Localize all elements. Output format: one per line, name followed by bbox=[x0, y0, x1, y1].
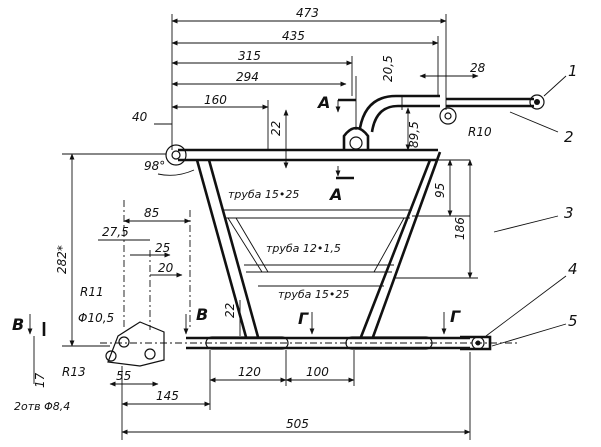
dim-145: 145 bbox=[156, 389, 179, 403]
section-a-top: A bbox=[316, 93, 330, 112]
section-g-left: Г bbox=[298, 309, 309, 328]
dim-r11: R11 bbox=[80, 285, 104, 299]
dim-505: 505 bbox=[286, 417, 309, 431]
dim-17: 17 bbox=[33, 372, 47, 388]
top-hinge-eye bbox=[349, 136, 363, 150]
dim-98-deg: 98° bbox=[144, 159, 165, 173]
callout-1: 1 bbox=[568, 62, 578, 80]
left-pivot-eye bbox=[165, 144, 187, 166]
dim-160: 160 bbox=[204, 93, 227, 107]
section-g-right: Г bbox=[450, 307, 461, 326]
callout-labels: 1 2 3 4 5 bbox=[564, 62, 578, 330]
dim-120: 120 bbox=[238, 365, 261, 379]
dim-phi-10-5: Φ10,5 bbox=[78, 311, 114, 325]
dim-294: 294 bbox=[236, 70, 259, 84]
dim-r10: R10 bbox=[468, 125, 492, 139]
dim-25: 25 bbox=[155, 241, 170, 255]
dim-473: 473 bbox=[296, 6, 319, 20]
right-hinge-eye bbox=[439, 107, 457, 125]
dim-435: 435 bbox=[282, 29, 305, 43]
tube-note-bottom: труба 15•25 bbox=[278, 288, 349, 301]
dim-55: 55 bbox=[116, 369, 131, 383]
callout-4: 4 bbox=[568, 260, 578, 278]
dim-100: 100 bbox=[306, 365, 329, 379]
part-1-knob bbox=[529, 94, 545, 110]
section-a-bottom: A bbox=[328, 185, 342, 204]
dim-r13: R13 bbox=[62, 365, 86, 379]
dim-95: 95 bbox=[433, 183, 447, 198]
tube-note-mid: труба 12•1,5 bbox=[266, 242, 341, 255]
dim-40: 40 bbox=[132, 110, 148, 124]
callout-5: 5 bbox=[568, 312, 578, 330]
section-v-right: B bbox=[196, 305, 208, 324]
dim-20-5: 20,5 bbox=[381, 55, 395, 82]
base-rail bbox=[100, 321, 520, 367]
dim-282: 282* bbox=[55, 245, 69, 274]
tube-note-top: труба 15•25 bbox=[228, 188, 299, 201]
dim-20: 20 bbox=[158, 261, 174, 275]
tube-notes: труба 15•25 труба 12•1,5 труба 15•25 2от… bbox=[14, 188, 349, 413]
dim-186: 186 bbox=[453, 217, 467, 240]
dim-85: 85 bbox=[144, 206, 159, 220]
callout-leaders bbox=[485, 75, 567, 347]
dim-27-5: 27,5 bbox=[102, 225, 129, 239]
section-labels: A A B B Г Г bbox=[12, 93, 461, 334]
section-markers bbox=[27, 98, 447, 336]
dim-22-top: 22 bbox=[269, 121, 283, 136]
dimension-lines bbox=[33, 14, 479, 440]
callout-2: 2 bbox=[564, 128, 574, 146]
dim-28: 28 bbox=[470, 61, 486, 75]
frame-body bbox=[165, 94, 545, 338]
holes-note: 2отв Φ8,4 bbox=[14, 400, 70, 413]
dim-315: 315 bbox=[238, 49, 261, 63]
callout-3: 3 bbox=[564, 204, 574, 222]
dimension-labels: 473 435 315 294 160 40 28 20,5 89,5 R10 … bbox=[33, 6, 492, 431]
dim-22-left: 22 bbox=[223, 303, 237, 318]
dim-89-5: 89,5 bbox=[407, 121, 421, 148]
section-v-left: B bbox=[12, 315, 24, 334]
